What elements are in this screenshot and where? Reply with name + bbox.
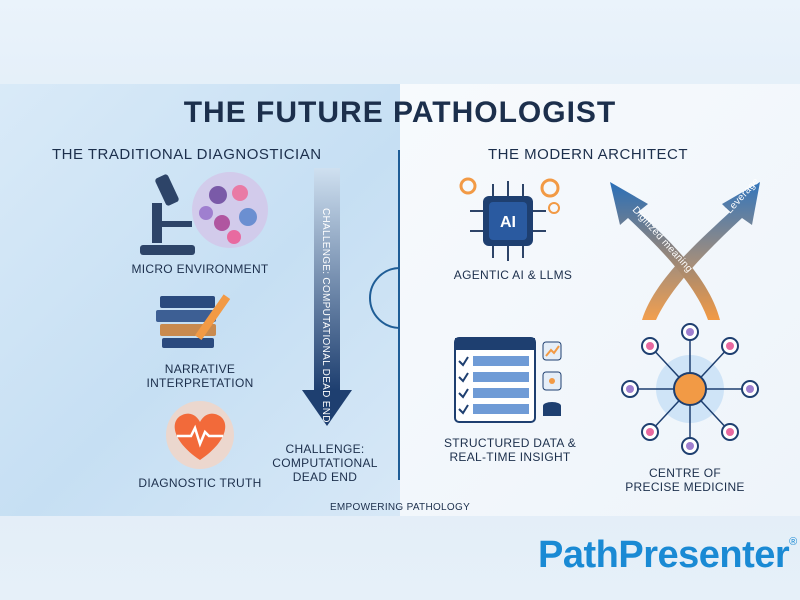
challenge-arrow: CHALLENGE: COMPUTATIONAL DEAD END: [302, 168, 352, 426]
structured-data-label-1: STRUCTURED DATA &: [444, 436, 576, 450]
books-pencil-icon: [156, 294, 231, 348]
logo-text: PathPresenter: [538, 534, 790, 576]
challenge-label-1: CHALLENGE:: [285, 442, 365, 456]
heart-pulse-icon: [166, 401, 234, 469]
ai-chip-text: AI: [500, 214, 516, 231]
data-table-icon: [454, 337, 562, 423]
pathpresenter-logo: PathPresenter®: [538, 534, 797, 577]
page-title: THE FUTURE PATHOLOGIST: [183, 96, 617, 129]
narrative-label-1: NARRATIVE: [164, 362, 236, 376]
crossing-arrows-icon: Digitized meaning Leverage: [610, 176, 762, 320]
centre-label-1: CENTRE OF: [648, 466, 722, 480]
narrative-label-2: INTERPRETATION: [146, 376, 254, 390]
left-heading: THE TRADITIONAL DIAGNOSTICIAN: [52, 146, 322, 163]
center-divider: [398, 150, 400, 480]
ai-chip-icon: AI: [459, 177, 560, 261]
registered-mark: ®: [789, 536, 797, 549]
network-hub-icon: [621, 323, 759, 455]
micro-environment-label: MICRO ENVIRONMENT: [131, 262, 269, 276]
right-heading: THE MODERN ARCHITECT: [488, 146, 689, 163]
challenge-label-3: DEAD END: [292, 470, 358, 484]
structured-data-label-2: REAL-TIME INSIGHT: [449, 450, 571, 464]
arrow-vertical-text: CHALLENGE: COMPUTATIONAL DEAD END: [320, 208, 331, 423]
diagnostic-truth-label: DIAGNOSTIC TRUTH: [138, 476, 262, 490]
arrow-left-text: Digitized meaning: [630, 205, 695, 275]
divider-notch: [369, 267, 401, 329]
centre-label-2: PRECISE MEDICINE: [625, 480, 745, 494]
microscope-icon: [140, 172, 268, 255]
challenge-label-2: COMPUTATIONAL: [272, 456, 378, 470]
agentic-ai-label: AGENTIC AI & LLMS: [453, 268, 573, 282]
footer-caption: EMPOWERING PATHOLOGY: [329, 502, 471, 513]
right-panel: [400, 84, 800, 516]
